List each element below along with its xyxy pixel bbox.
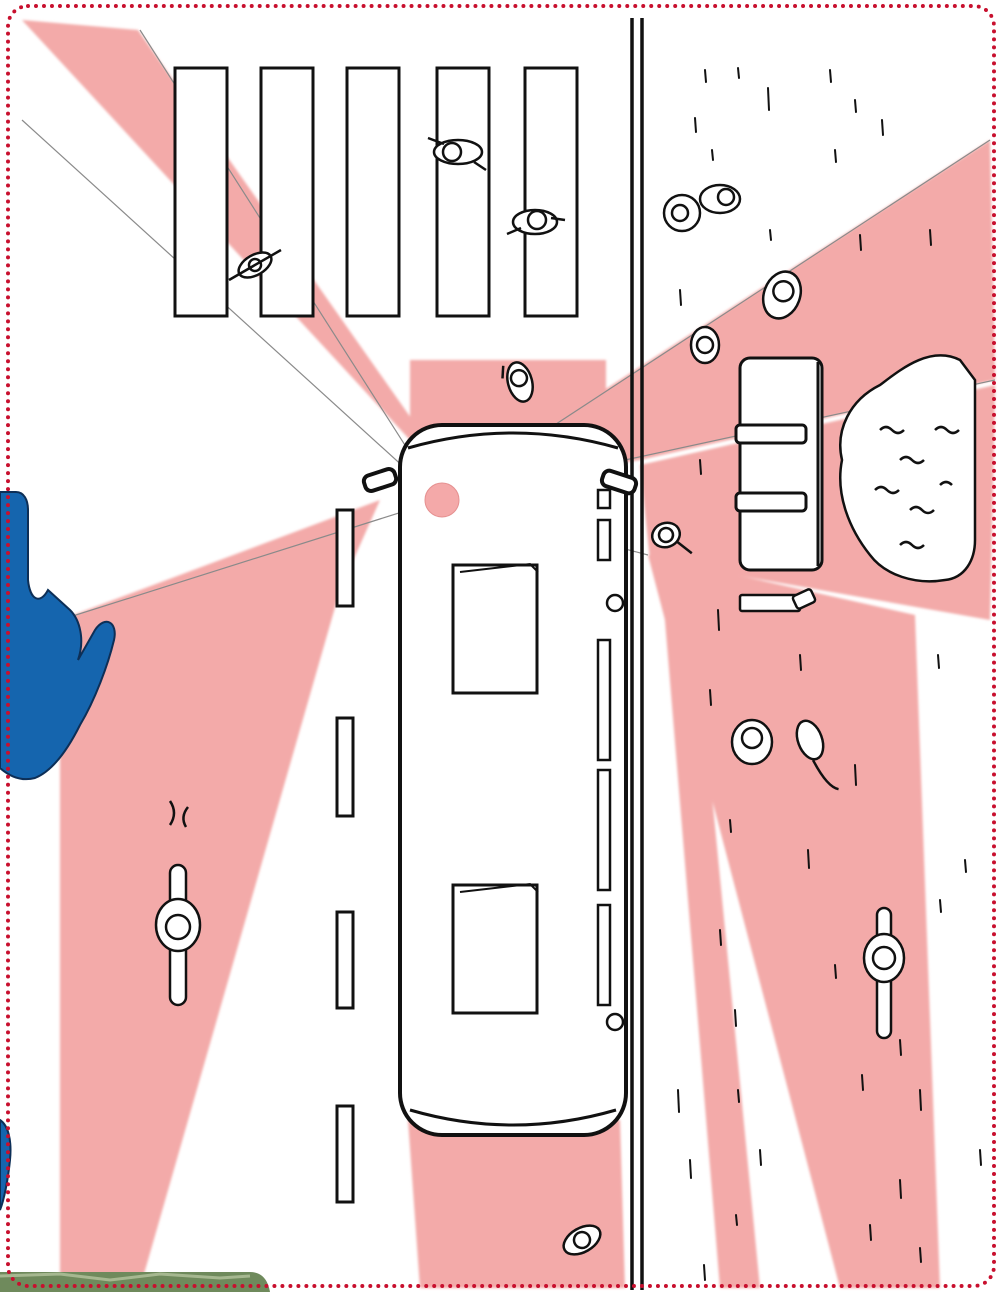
bus-body	[398, 423, 628, 1137]
lane-dash	[335, 1104, 355, 1204]
motorcycle	[862, 906, 906, 1040]
crosswalk-stripe	[173, 66, 229, 318]
pedestrian	[501, 361, 534, 403]
bench	[738, 588, 817, 613]
bus-shelter	[734, 356, 824, 572]
pedestrian	[730, 718, 774, 766]
pedestrian	[650, 521, 693, 555]
curb	[630, 18, 644, 1290]
bush	[839, 354, 977, 583]
crosswalk-stripe	[259, 66, 315, 318]
pedestrian	[562, 1224, 602, 1256]
bus	[361, 423, 639, 1137]
motorcycle	[154, 800, 202, 1007]
pedestrian	[761, 270, 803, 320]
dog	[795, 719, 839, 791]
lane-dash	[335, 910, 355, 1010]
blind-zone-left-side	[60, 500, 380, 1288]
pedestrian	[689, 325, 721, 365]
lane-dash	[335, 716, 355, 818]
photo-strip	[0, 1272, 270, 1292]
scooter	[662, 183, 742, 233]
blind-zone-right-front-band	[660, 560, 760, 1288]
blind-zone-right-rear	[648, 555, 940, 1288]
crosswalk-stripe	[435, 66, 491, 318]
pedestrian	[506, 208, 566, 236]
crosswalk-stripe	[345, 66, 401, 318]
roof-unit-rear	[451, 883, 539, 1015]
left-mirror	[361, 467, 399, 493]
lane-markings	[335, 508, 355, 1204]
driver-eye-icon	[424, 482, 460, 518]
right-mirror	[599, 468, 639, 496]
crosswalk	[173, 66, 579, 318]
lane-dash	[335, 508, 355, 608]
roof-unit-front	[451, 563, 539, 695]
road-users	[154, 136, 906, 1256]
blind-zone-rear	[408, 1120, 625, 1288]
pedestrian	[427, 136, 487, 172]
grass-strokes	[677, 67, 982, 1281]
cyclist	[228, 248, 282, 282]
crosswalk-stripe	[523, 66, 579, 318]
